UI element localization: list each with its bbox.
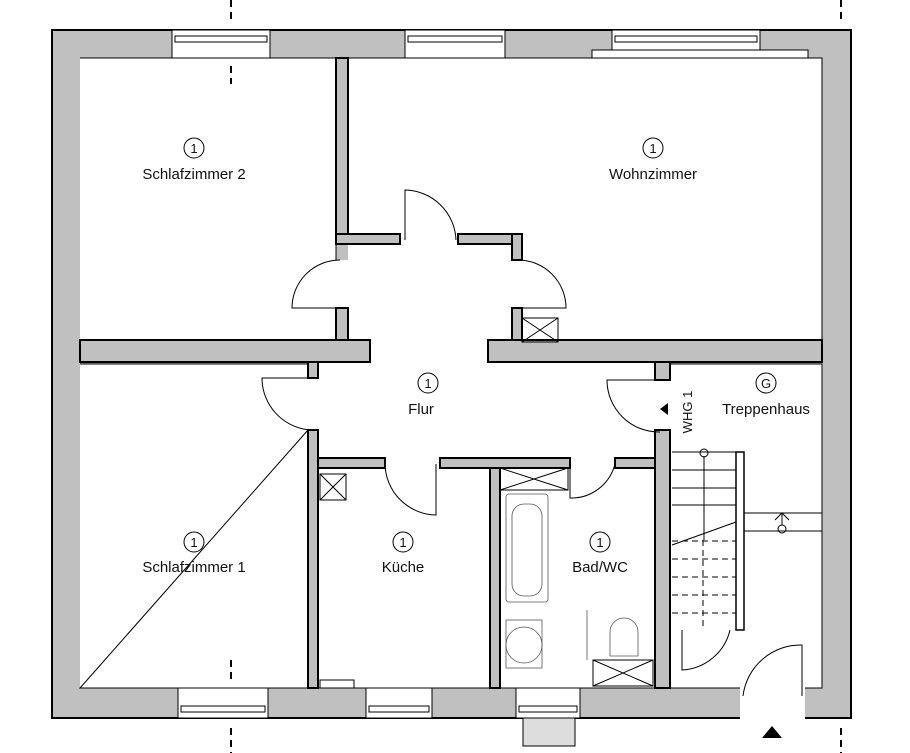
svg-text:Schlafzimmer 2: Schlafzimmer 2 <box>142 166 245 183</box>
svg-text:1: 1 <box>596 535 603 550</box>
svg-text:Treppenhaus: Treppenhaus <box>722 401 810 418</box>
svg-text:Wohnzimmer: Wohnzimmer <box>609 166 697 183</box>
staircase <box>660 403 822 738</box>
svg-text:1: 1 <box>190 535 197 550</box>
bathroom-fixtures <box>505 493 639 669</box>
light-well-grate <box>522 717 576 747</box>
room-areas <box>80 58 822 720</box>
svg-text:1: 1 <box>649 141 656 156</box>
shafts <box>319 317 654 689</box>
toilet <box>609 617 639 657</box>
svg-text:Schlafzimmer 1: Schlafzimmer 1 <box>142 559 245 576</box>
section-marks <box>230 0 842 753</box>
svg-text:1: 1 <box>190 141 197 156</box>
interior-walls <box>78 57 823 689</box>
windows <box>171 29 809 747</box>
bathtub <box>505 493 549 603</box>
svg-text:G: G <box>761 376 771 391</box>
svg-text:Flur: Flur <box>408 401 434 418</box>
entry-triangle-icon <box>660 403 668 415</box>
doors <box>261 189 803 697</box>
svg-text:Bad/WC: Bad/WC <box>572 559 628 576</box>
room-treppenhaus: G Treppenhaus <box>722 372 810 418</box>
svg-text:Küche: Küche <box>382 559 425 576</box>
svg-text:1: 1 <box>399 535 406 550</box>
entry-label: WHG 1 <box>680 391 695 434</box>
svg-text:1: 1 <box>424 376 431 391</box>
entrance-arrow-icon <box>762 726 782 738</box>
